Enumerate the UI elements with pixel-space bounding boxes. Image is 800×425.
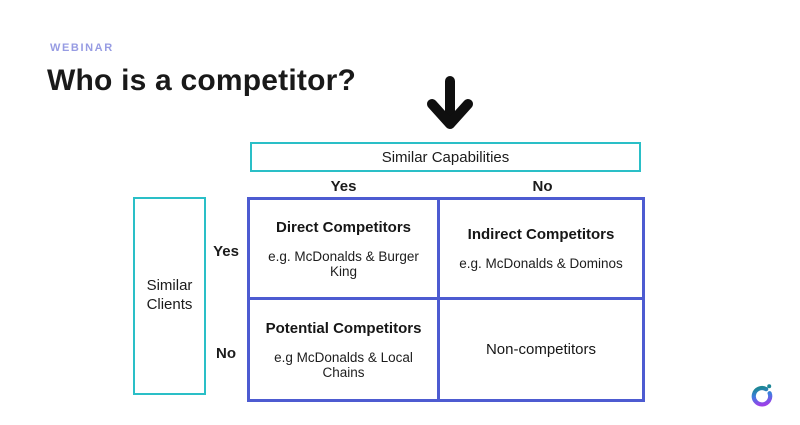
cell-example: e.g. McDonalds & Burger King bbox=[268, 248, 419, 279]
similar-capabilities-header: Similar Capabilities bbox=[250, 142, 641, 172]
competitor-matrix: Direct Competitors e.g. McDonalds & Burg… bbox=[247, 197, 645, 402]
cell-indirect-competitors: Indirect Competitors e.g. McDonalds & Do… bbox=[440, 200, 642, 300]
cell-example: e.g McDonalds & Local Chains bbox=[274, 349, 413, 380]
similar-clients-header: Similar Clients bbox=[133, 197, 206, 395]
down-arrow-icon bbox=[427, 76, 473, 129]
eyebrow-label: WEBINAR bbox=[50, 42, 114, 54]
col-label-no: No bbox=[532, 177, 553, 195]
cell-title: Direct Competitors bbox=[275, 218, 412, 236]
cell-title: Potential Competitors bbox=[265, 319, 422, 337]
similar-capabilities-label: Similar Capabilities bbox=[381, 148, 510, 166]
cell-non-competitors: Non-competitors bbox=[440, 300, 642, 399]
cell-direct-competitors: Direct Competitors e.g. McDonalds & Burg… bbox=[250, 200, 440, 300]
row-label-no: No bbox=[216, 344, 236, 362]
brand-logo-icon bbox=[751, 384, 773, 407]
page-title: Who is a competitor? bbox=[47, 64, 357, 97]
cell-potential-competitors: Potential Competitors e.g McDonalds & Lo… bbox=[250, 300, 440, 399]
similar-clients-label: Similar Clients bbox=[146, 277, 193, 313]
row-label-yes: Yes bbox=[213, 242, 239, 260]
cell-title: Indirect Competitors bbox=[467, 226, 615, 243]
cell-title: Non-competitors bbox=[485, 341, 597, 358]
col-label-yes: Yes bbox=[330, 177, 357, 195]
cell-example: e.g. McDonalds & Dominos bbox=[459, 256, 623, 271]
